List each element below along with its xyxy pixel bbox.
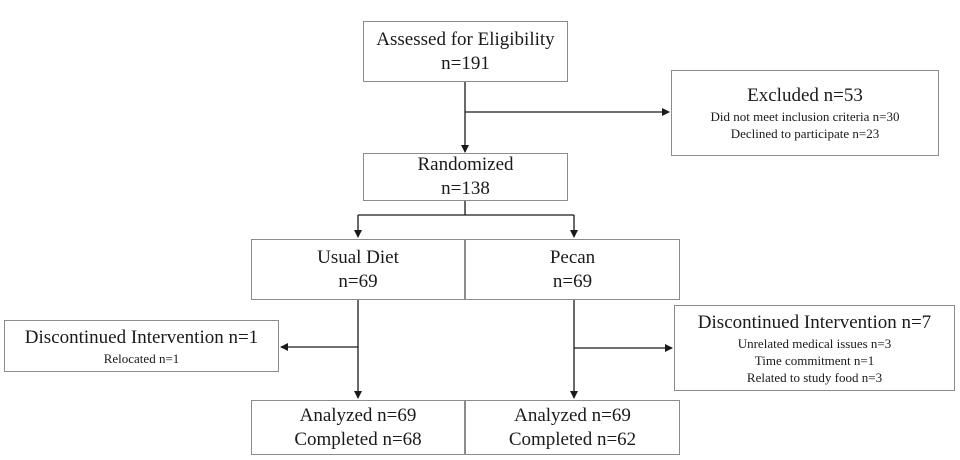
analyzed-pecan-completed: Completed n=62 [508, 428, 637, 450]
analyzed-usual-analyzed: Analyzed n=69 [299, 404, 417, 426]
randomized-box: Randomized n=138 [363, 153, 568, 201]
pecan-box: Pecan n=69 [465, 239, 680, 300]
excluded-title: Excluded n=53 [747, 85, 863, 106]
analyzed-usual-box: Analyzed n=69 Completed n=68 [251, 400, 465, 455]
usual-diet-count: n=69 [338, 270, 378, 292]
randomized-title: Randomized [417, 154, 514, 175]
usual-diet-box: Usual Diet n=69 [251, 239, 465, 300]
usual-diet-title: Usual Diet [317, 246, 399, 268]
assessed-box: Assessed for Eligibility n=191 [363, 21, 568, 82]
discontinued-pecan-reason: Unrelated medical issues n=3 [737, 335, 892, 351]
analyzed-pecan-analyzed: Analyzed n=69 [514, 404, 631, 426]
analyzed-pecan-box: Analyzed n=69 Completed n=62 [465, 400, 680, 455]
discontinued-usual-reason: Relocated n=1 [103, 350, 180, 366]
discontinued-pecan-title: Discontinued Intervention n=7 [697, 311, 932, 333]
excluded-box: Excluded n=53 Did not meet inclusion cri… [671, 70, 939, 156]
pecan-count: n=69 [552, 270, 593, 292]
analyzed-usual-completed: Completed n=68 [294, 428, 422, 450]
excluded-reason: Declined to participate n=23 [730, 126, 880, 141]
discontinued-usual-box: Discontinued Intervention n=1 Relocated … [4, 320, 279, 372]
excluded-reason: Did not meet inclusion criteria n=30 [710, 109, 900, 124]
assessed-count: n=191 [441, 52, 490, 74]
discontinued-pecan-box: Discontinued Intervention n=7 Unrelated … [674, 305, 955, 391]
discontinued-usual-title: Discontinued Intervention n=1 [24, 326, 259, 348]
discontinued-pecan-reason: Time commitment n=1 [754, 352, 875, 368]
discontinued-pecan-reason: Related to study food n=3 [746, 369, 883, 385]
assessed-title: Assessed for Eligibility [376, 28, 555, 50]
pecan-title: Pecan [549, 246, 596, 268]
randomized-count: n=138 [441, 178, 490, 199]
